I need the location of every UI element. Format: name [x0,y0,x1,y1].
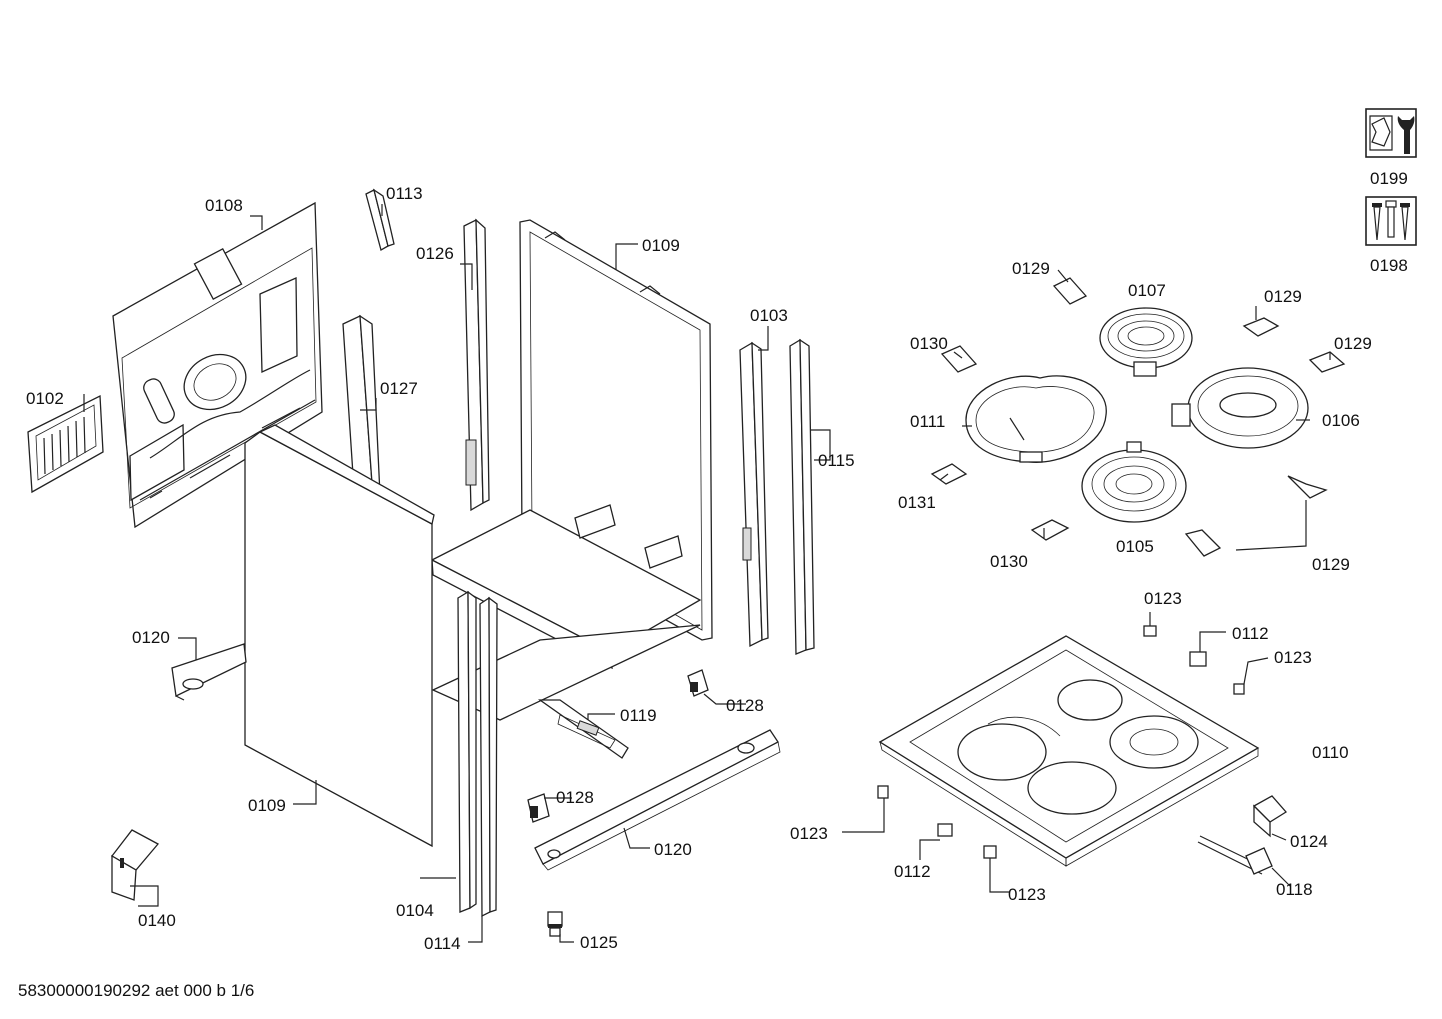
part-0128-clip-lower [527,793,550,823]
part-0103-right-rail [739,341,769,648]
part-0106-heating-element [1171,367,1309,449]
callout-0102: 0102 [26,389,64,408]
part-0102-vent-grille [27,394,104,494]
callout-0124: 0124 [1290,832,1328,851]
oven-base-frame [430,504,702,721]
leader-lines [83,204,1331,943]
callout-0128-upper: 0128 [726,696,764,715]
part-0128-clip-upper [687,669,709,697]
callout-0107: 0107 [1128,281,1166,300]
callout-0104: 0104 [396,901,434,920]
part-0108-back-panel [112,201,323,529]
part-0115-right-rail [789,338,815,655]
callout-0109-lower: 0109 [248,796,286,815]
part-0104-front-strip [457,590,477,913]
part-0126-side-rail [463,218,490,512]
part-0125-foot [547,911,563,937]
callout-0120-left: 0120 [132,628,170,647]
callout-0123-c: 0123 [790,824,828,843]
part-0113-bracket [365,188,395,251]
callout-0112-b: 0112 [894,862,931,881]
callout-0126: 0126 [416,244,454,263]
part-0118-terminal-block [1197,835,1273,875]
callout-0140: 0140 [138,911,176,930]
callout-0123-d: 0123 [1008,885,1046,904]
callout-0199: 0199 [1370,169,1408,188]
callout-0131: 0131 [898,493,936,512]
wrench-icon [1365,108,1417,158]
callout-0111: 0111 [910,412,945,431]
callout-0198: 0198 [1370,256,1408,275]
callout-0105: 0105 [1116,537,1154,556]
callout-0129-b: 0129 [1264,287,1302,306]
callout-0129-d: 0129 [1312,555,1350,574]
part-0140-mount-bracket [111,829,160,901]
callout-0125: 0125 [580,933,618,952]
callout-0123-b: 0123 [1274,648,1312,667]
callout-0106: 0106 [1322,411,1360,430]
callout-0110: 0110 [1312,743,1349,762]
part-0124-switch-block [1252,795,1287,838]
callout-0118: 0118 [1276,880,1313,899]
callout-0103: 0103 [750,306,788,325]
clamp-parts [930,277,1346,557]
part-0114-front-strip [479,596,498,918]
callout-0119: 0119 [620,706,657,725]
part-0120-base-rail-left [171,643,247,701]
callout-0112-a: 0112 [1232,624,1269,643]
part-0110-ceramic-hob [878,635,1260,867]
callout-0120-right: 0120 [654,840,692,859]
part-0120-base-rail-right [534,729,781,871]
part-0111-heating-element [965,375,1107,463]
vent-slots [149,407,301,499]
callout-0129-c: 0129 [1334,334,1372,353]
callout-0123-a: 0123 [1144,589,1182,608]
callout-0115: 0115 [818,451,855,470]
callout-labels: 0108 0113 0126 0109 0103 0102 0127 0115 … [26,169,1408,953]
part-0107-heating-element [1099,307,1193,377]
callout-0130-b: 0130 [990,552,1028,571]
callout-0127: 0127 [380,379,418,398]
part-0119-guide-rail [537,699,629,759]
callout-0114: 0114 [424,934,461,953]
callout-0113: 0113 [386,184,423,203]
hob-clips [877,625,1245,859]
callout-0129-a: 0129 [1012,259,1050,278]
document-id: 58300000190292 aet 000 b 1/6 [18,981,255,1000]
callout-0108: 0108 [205,196,243,215]
part-0105-heating-element [1081,441,1187,523]
callout-0128-lower: 0128 [556,788,594,807]
callout-0130-a: 0130 [910,334,948,353]
callout-0109-upper: 0109 [642,236,680,255]
part-0109-side-panel-left [244,424,435,848]
screws-icon [1365,196,1417,246]
